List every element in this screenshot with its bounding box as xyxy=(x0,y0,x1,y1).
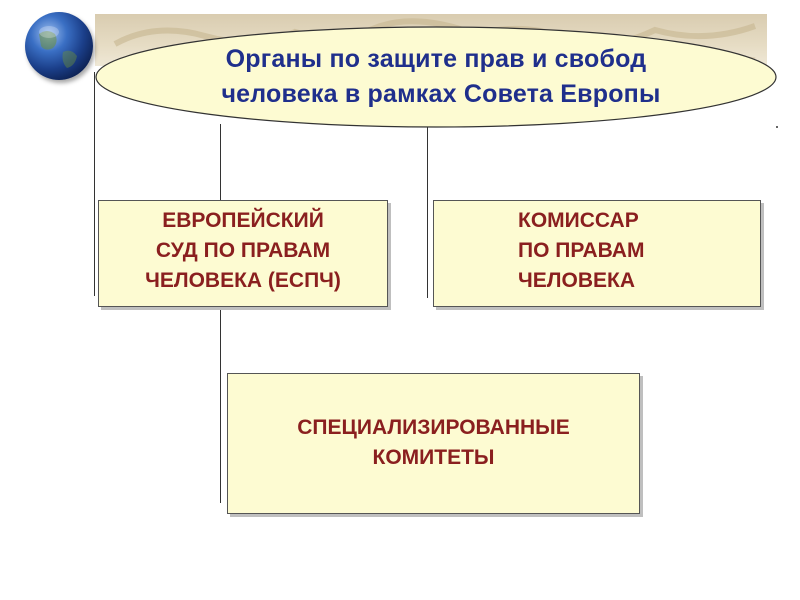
commissioner-box: КОМИССАР ПО ПРАВАМ ЧЕЛОВЕКА xyxy=(433,200,761,307)
title-line-2: человека в рамках Совета Европы xyxy=(221,80,661,108)
committees-line-2: КОМИТЕТЫ xyxy=(372,446,495,469)
globe-icon xyxy=(25,12,93,80)
connector-line-left xyxy=(94,72,95,296)
connector-line-court xyxy=(220,124,221,200)
title-line-1: Органы по защите прав и свобод xyxy=(225,45,647,73)
decorative-dot xyxy=(776,126,778,128)
committees-line-1: СПЕЦИАЛИЗИРОВАННЫЕ xyxy=(297,416,570,439)
connector-line-commissioner xyxy=(427,124,428,298)
commissioner-line-3: ЧЕЛОВЕКА xyxy=(518,269,635,292)
court-box: ЕВРОПЕЙСКИЙ СУД ПО ПРАВАМ ЧЕЛОВЕКА (ЕСПЧ… xyxy=(98,200,388,307)
committees-box: СПЕЦИАЛИЗИРОВАННЫЕ КОМИТЕТЫ xyxy=(227,373,640,514)
title-ellipse: Органы по защите прав и свобод человека … xyxy=(94,25,778,129)
court-line-3: ЧЕЛОВЕКА (ЕСПЧ) xyxy=(145,269,341,292)
commissioner-line-1: КОМИССАР xyxy=(518,209,639,232)
connector-line-committees xyxy=(220,307,221,503)
court-line-2: СУД ПО ПРАВАМ xyxy=(155,239,331,262)
page-title: Органы по защите прав и свобод человека … xyxy=(94,42,778,112)
commissioner-line-2: ПО ПРАВАМ xyxy=(518,239,645,262)
court-line-1: ЕВРОПЕЙСКИЙ xyxy=(162,209,324,232)
